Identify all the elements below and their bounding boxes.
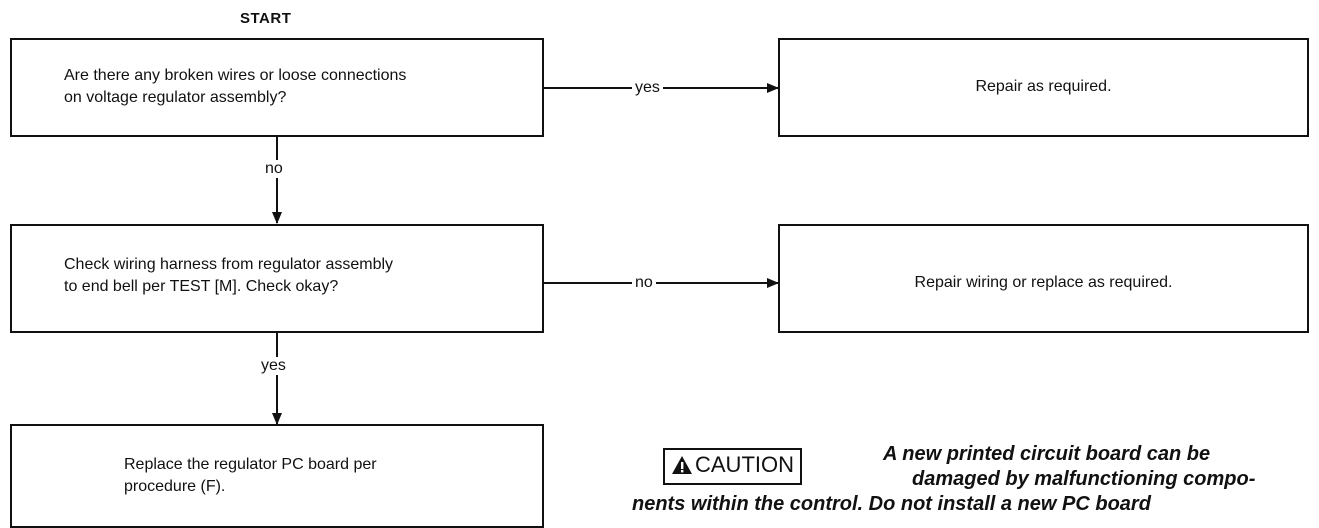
question-broken-wires-text: Are there any broken wires or loose conn…	[64, 67, 407, 106]
warning-triangle-icon	[671, 453, 693, 483]
caution-line-3: nents within the control. Do not install…	[632, 493, 1151, 515]
caution-line-2: damaged by malfunctioning compo-	[912, 468, 1256, 490]
replace-pc-board-text: Replace the regulator PC board per proce…	[124, 456, 377, 495]
caution-badge: CAUTION	[663, 448, 802, 485]
question-wiring-harness-text: Check wiring harness from regulator asse…	[64, 256, 394, 295]
caution-line-1: A new printed circuit board can be	[883, 443, 1211, 465]
repair-wiring-text: Repair wiring or replace as required.	[914, 274, 1173, 291]
q2-yes-label: yes	[258, 357, 289, 375]
q1-no-label: no	[262, 160, 286, 178]
question-broken-wires-box: Are there any broken wires or loose conn…	[10, 38, 544, 137]
start-label: START	[240, 10, 292, 27]
question-wiring-harness-box: Check wiring harness from regulator asse…	[10, 224, 544, 333]
repair-wiring-box: Repair wiring or replace as required.	[778, 224, 1309, 333]
replace-pc-board-box: Replace the regulator PC board per proce…	[10, 424, 544, 528]
caution-badge-text: CAUTION	[695, 452, 794, 477]
q1-yes-label: yes	[632, 79, 663, 97]
q2-no-label: no	[632, 274, 656, 292]
repair-as-required-box: Repair as required.	[778, 38, 1309, 137]
repair-as-required-text: Repair as required.	[975, 78, 1112, 95]
